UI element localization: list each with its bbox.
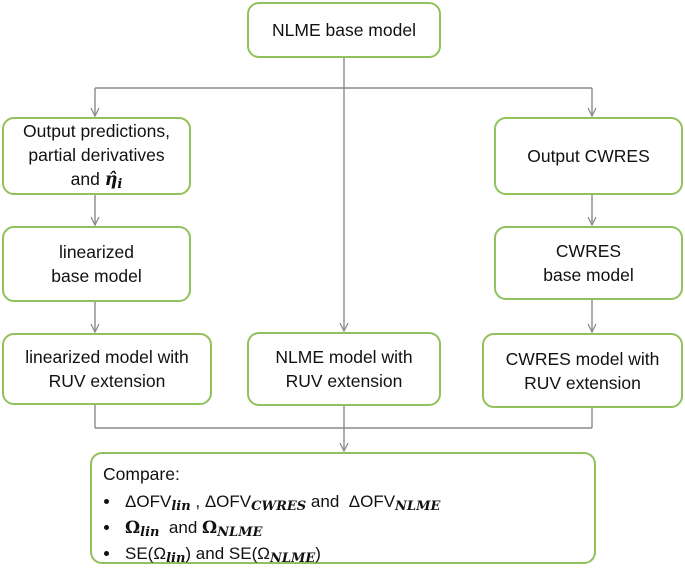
delta-ofv-nlme-subscript: NLME [395,499,441,514]
eta-subscript: i [117,176,123,192]
linearized-ruv-line2: RUV extension [48,371,166,391]
node-output-cwres: Output CWRES [494,117,683,195]
se-close-paren: ) [315,544,321,563]
node-compare: Compare: ΔOFVlin , ΔOFVCWRES and ΔOFVNLM… [90,452,596,566]
eta-hat-symbol: η̂ [104,169,118,190]
node-output-predictions: Output predictions, partial derivatives … [2,117,191,195]
node-cwres-base-model: CWRES base model [494,226,683,300]
se-omega-nlme-subscript: NLME [269,551,316,566]
delta-ofv-lin-subscript: lin [171,499,191,514]
separator-and: and [191,544,229,563]
node-nlme-base-model-label: NLME base model [272,20,416,40]
separator-and: and [306,492,349,511]
node-output-cwres-label: Output CWRES [527,146,650,166]
output-predictions-line3: and η̂i [71,167,123,194]
linearized-base-line1: linearized [59,242,134,262]
omega-lin-subscript: lin [140,525,160,540]
cwres-base-line1: CWRES [555,241,622,261]
se-omega-lin: SE(Ω [125,544,167,563]
compare-item-omega: Ωlin and ΩNLME [121,516,440,542]
node-linearized-ruv-model: linearized model with RUV extension [2,333,212,405]
compare-title: Compare: [103,464,180,484]
output-predictions-and: and [70,168,105,189]
delta-ofv-cwres: ΔOFV [204,492,252,511]
compare-item-se-omega: SE(Ωlin) and SE(ΩNLME) [121,542,440,568]
nlme-ruv-line2: RUV extension [285,371,403,391]
cwres-base-line2: base model [543,265,634,285]
delta-ofv-lin: ΔOFV [125,492,172,511]
compare-list: ΔOFVlin , ΔOFVCWRES and ΔOFVNLME Ωlin an… [103,490,440,568]
cwres-ruv-line2: RUV extension [524,372,641,393]
node-nlme-base-model: NLME base model [247,2,441,58]
se-omega-lin-subscript: lin [166,551,186,566]
se-omega-nlme: SE(Ω [228,544,270,563]
linearized-ruv-line1: linearized model with [25,347,189,367]
omega-nlme: Ω [202,518,218,538]
omega-nlme-subscript: NLME [217,525,263,540]
linearized-base-line2: base model [51,266,142,286]
omega-lin: Ω [125,518,141,538]
se-close-paren: ) [185,544,192,563]
compare-item-delta-ofv: ΔOFVlin , ΔOFVCWRES and ΔOFVNLME [121,490,440,516]
delta-ofv-cwres-subscript: CWRES [251,499,307,514]
separator-and: and [159,518,203,537]
nlme-ruv-line1: NLME model with [275,347,413,367]
separator-comma: , [190,492,205,511]
node-linearized-base-model: linearized base model [2,226,191,302]
output-predictions-line1: Output predictions, [23,120,170,141]
output-predictions-line2: partial derivatives [28,144,165,165]
cwres-ruv-line1: CWRES model with [505,348,660,369]
node-nlme-ruv-model: NLME model with RUV extension [247,332,441,406]
delta-ofv-nlme: ΔOFV [348,492,396,511]
node-cwres-ruv-model: CWRES model with RUV extension [482,333,683,408]
